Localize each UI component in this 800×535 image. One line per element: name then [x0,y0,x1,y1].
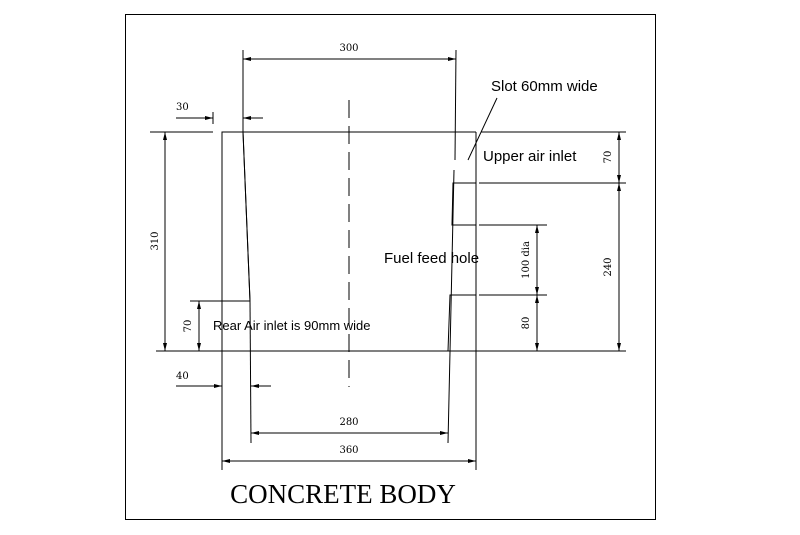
note-slot: Slot 60mm wide [491,78,598,95]
drawing-title: CONCRETE BODY [230,479,456,509]
dim-fuel-hole: 100 dia [521,241,532,279]
dim-lower-height: 240 [603,257,614,276]
dim-outer-width: 360 [339,445,358,456]
note-rear-air: Rear Air inlet is 90mm wide [213,318,371,333]
left-wall-hatch [221,131,251,302]
dim-rear-inlet-height: 70 [183,320,194,333]
dim-bottom-wall: 40 [176,371,189,382]
outline-lines [150,49,626,470]
dim-inner-top-width: 300 [339,43,358,54]
note-upper-air: Upper air inlet [483,148,577,165]
dimension-lines [163,57,621,463]
right-wall-lower-hatch [447,294,477,352]
note-fuel-feed: Fuel feed hole [384,250,479,267]
dim-top-wall: 30 [176,102,189,113]
dim-total-height: 310 [150,231,161,250]
dim-inner-bottom-width: 280 [339,417,358,428]
drawing-frame [125,14,656,520]
dim-upper-inlet-height: 70 [603,151,614,164]
dim-fuel-hole-base: 80 [521,317,532,330]
right-wall-upper-hatch [451,182,477,226]
